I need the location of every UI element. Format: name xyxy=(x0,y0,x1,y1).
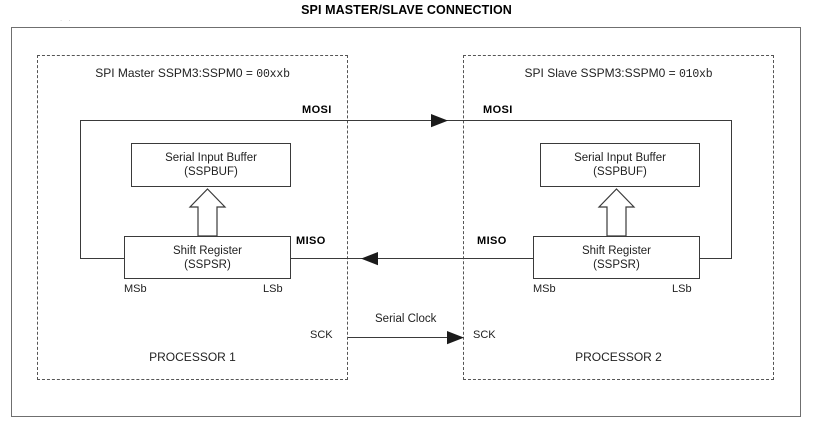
processor-1-miso-label: MISO xyxy=(296,235,326,247)
processor-1-sib-line2: (SSPBUF) xyxy=(184,166,238,178)
processor-1-mosi-top-rail xyxy=(80,120,452,122)
processor-2-ssr-line2: (SSPSR) xyxy=(593,258,640,271)
processor-1-mosi-label: MOSI xyxy=(302,104,332,116)
processor-2-msb-label: MSb xyxy=(533,283,556,295)
processor-1-header: SPI Master SSPM3:SSPM0 = 00xxb xyxy=(37,66,348,81)
processor-2-boundary xyxy=(463,55,774,380)
processor-2-serial-input-buffer: Serial Input Buffer (SSPBUF) xyxy=(540,143,700,187)
processor-2-sib-line2: (SSPBUF) xyxy=(593,166,647,178)
diagram-outer-frame xyxy=(11,27,801,417)
processor-1-mosi-down-leg xyxy=(80,120,82,259)
processor-2-ssr-line1: Shift Register xyxy=(581,244,652,257)
page-artifact-mark: . . xyxy=(60,14,73,23)
processor-1-sck-label: SCK xyxy=(310,329,333,341)
processor-2-miso-up-leg xyxy=(731,120,733,259)
processor-1-header-value: 00xxb xyxy=(256,68,290,81)
processor-2-miso-out-of-shift-register xyxy=(700,258,732,260)
processor-1-msb-label: MSb xyxy=(124,283,147,295)
serial-clock-wire xyxy=(348,337,461,339)
processor-1-boundary xyxy=(37,55,348,380)
processor-1-lsb-label: LSb xyxy=(263,283,283,295)
serial-clock-bus-label: Serial Clock xyxy=(375,313,437,325)
processor-2-lsb-label: LSb xyxy=(672,283,692,295)
processor-2-mosi-into-shift-register xyxy=(452,258,534,260)
processor-2-mosi-label: MOSI xyxy=(483,104,513,116)
processor-1-name: PROCESSOR 1 xyxy=(149,350,236,364)
processor-2-mosi-in-wire xyxy=(452,120,534,122)
processor-1-mosi-into-shift-register xyxy=(80,258,125,260)
processor-1-header-prefix: SPI Master SSPM3:SSPM0 = xyxy=(95,66,257,80)
processor-2-header: SPI Slave SSPM3:SSPM0 = 010xb xyxy=(463,66,774,81)
processor-1-serial-input-buffer: Serial Input Buffer (SSPBUF) xyxy=(131,143,291,187)
diagram-title: SPI MASTER/SLAVE CONNECTION xyxy=(301,3,512,17)
processor-2-sib-line1: Serial Input Buffer xyxy=(574,152,666,164)
processor-2-name: PROCESSOR 2 xyxy=(575,350,662,364)
processor-1-ssr-line2: (SSPSR) xyxy=(184,258,231,271)
processor-1-ssr-line1: Shift Register xyxy=(172,244,243,257)
processor-2-header-prefix: SPI Slave SSPM3:SSPM0 = xyxy=(524,66,679,80)
processor-2-shift-register: Shift Register (SSPSR) xyxy=(533,236,700,279)
processor-1-sib-line1: Serial Input Buffer xyxy=(165,152,257,164)
processor-2-header-value: 010xb xyxy=(678,68,713,81)
processor-2-miso-top-rail xyxy=(534,120,732,122)
processor-2-miso-label: MISO xyxy=(477,235,507,247)
processor-1-miso-out-wire xyxy=(291,258,452,260)
processor-2-sck-label: SCK xyxy=(473,329,496,341)
processor-1-shift-register: Shift Register (SSPSR) xyxy=(124,236,291,279)
